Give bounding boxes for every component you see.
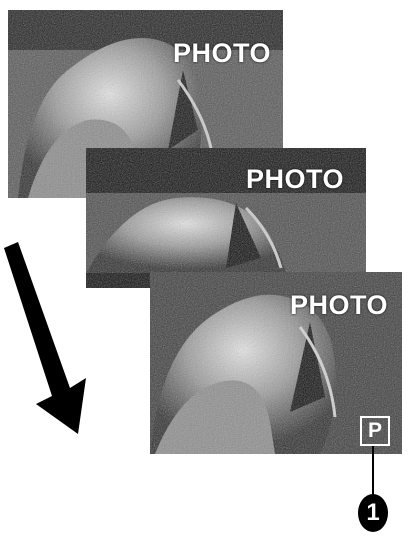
callout-line [372,446,374,498]
photo-label: PHOTO [290,290,388,321]
photo-label: PHOTO [246,164,344,195]
diagonal-down-arrow-icon [0,238,100,438]
photo-label: PHOTO [173,38,271,69]
photo-frame-2: PHOTO [86,148,366,288]
photo-frame-3: PHOTO P [150,272,402,454]
callout-number: 1 [358,494,388,532]
photo-mode-p-icon: P [360,416,390,446]
